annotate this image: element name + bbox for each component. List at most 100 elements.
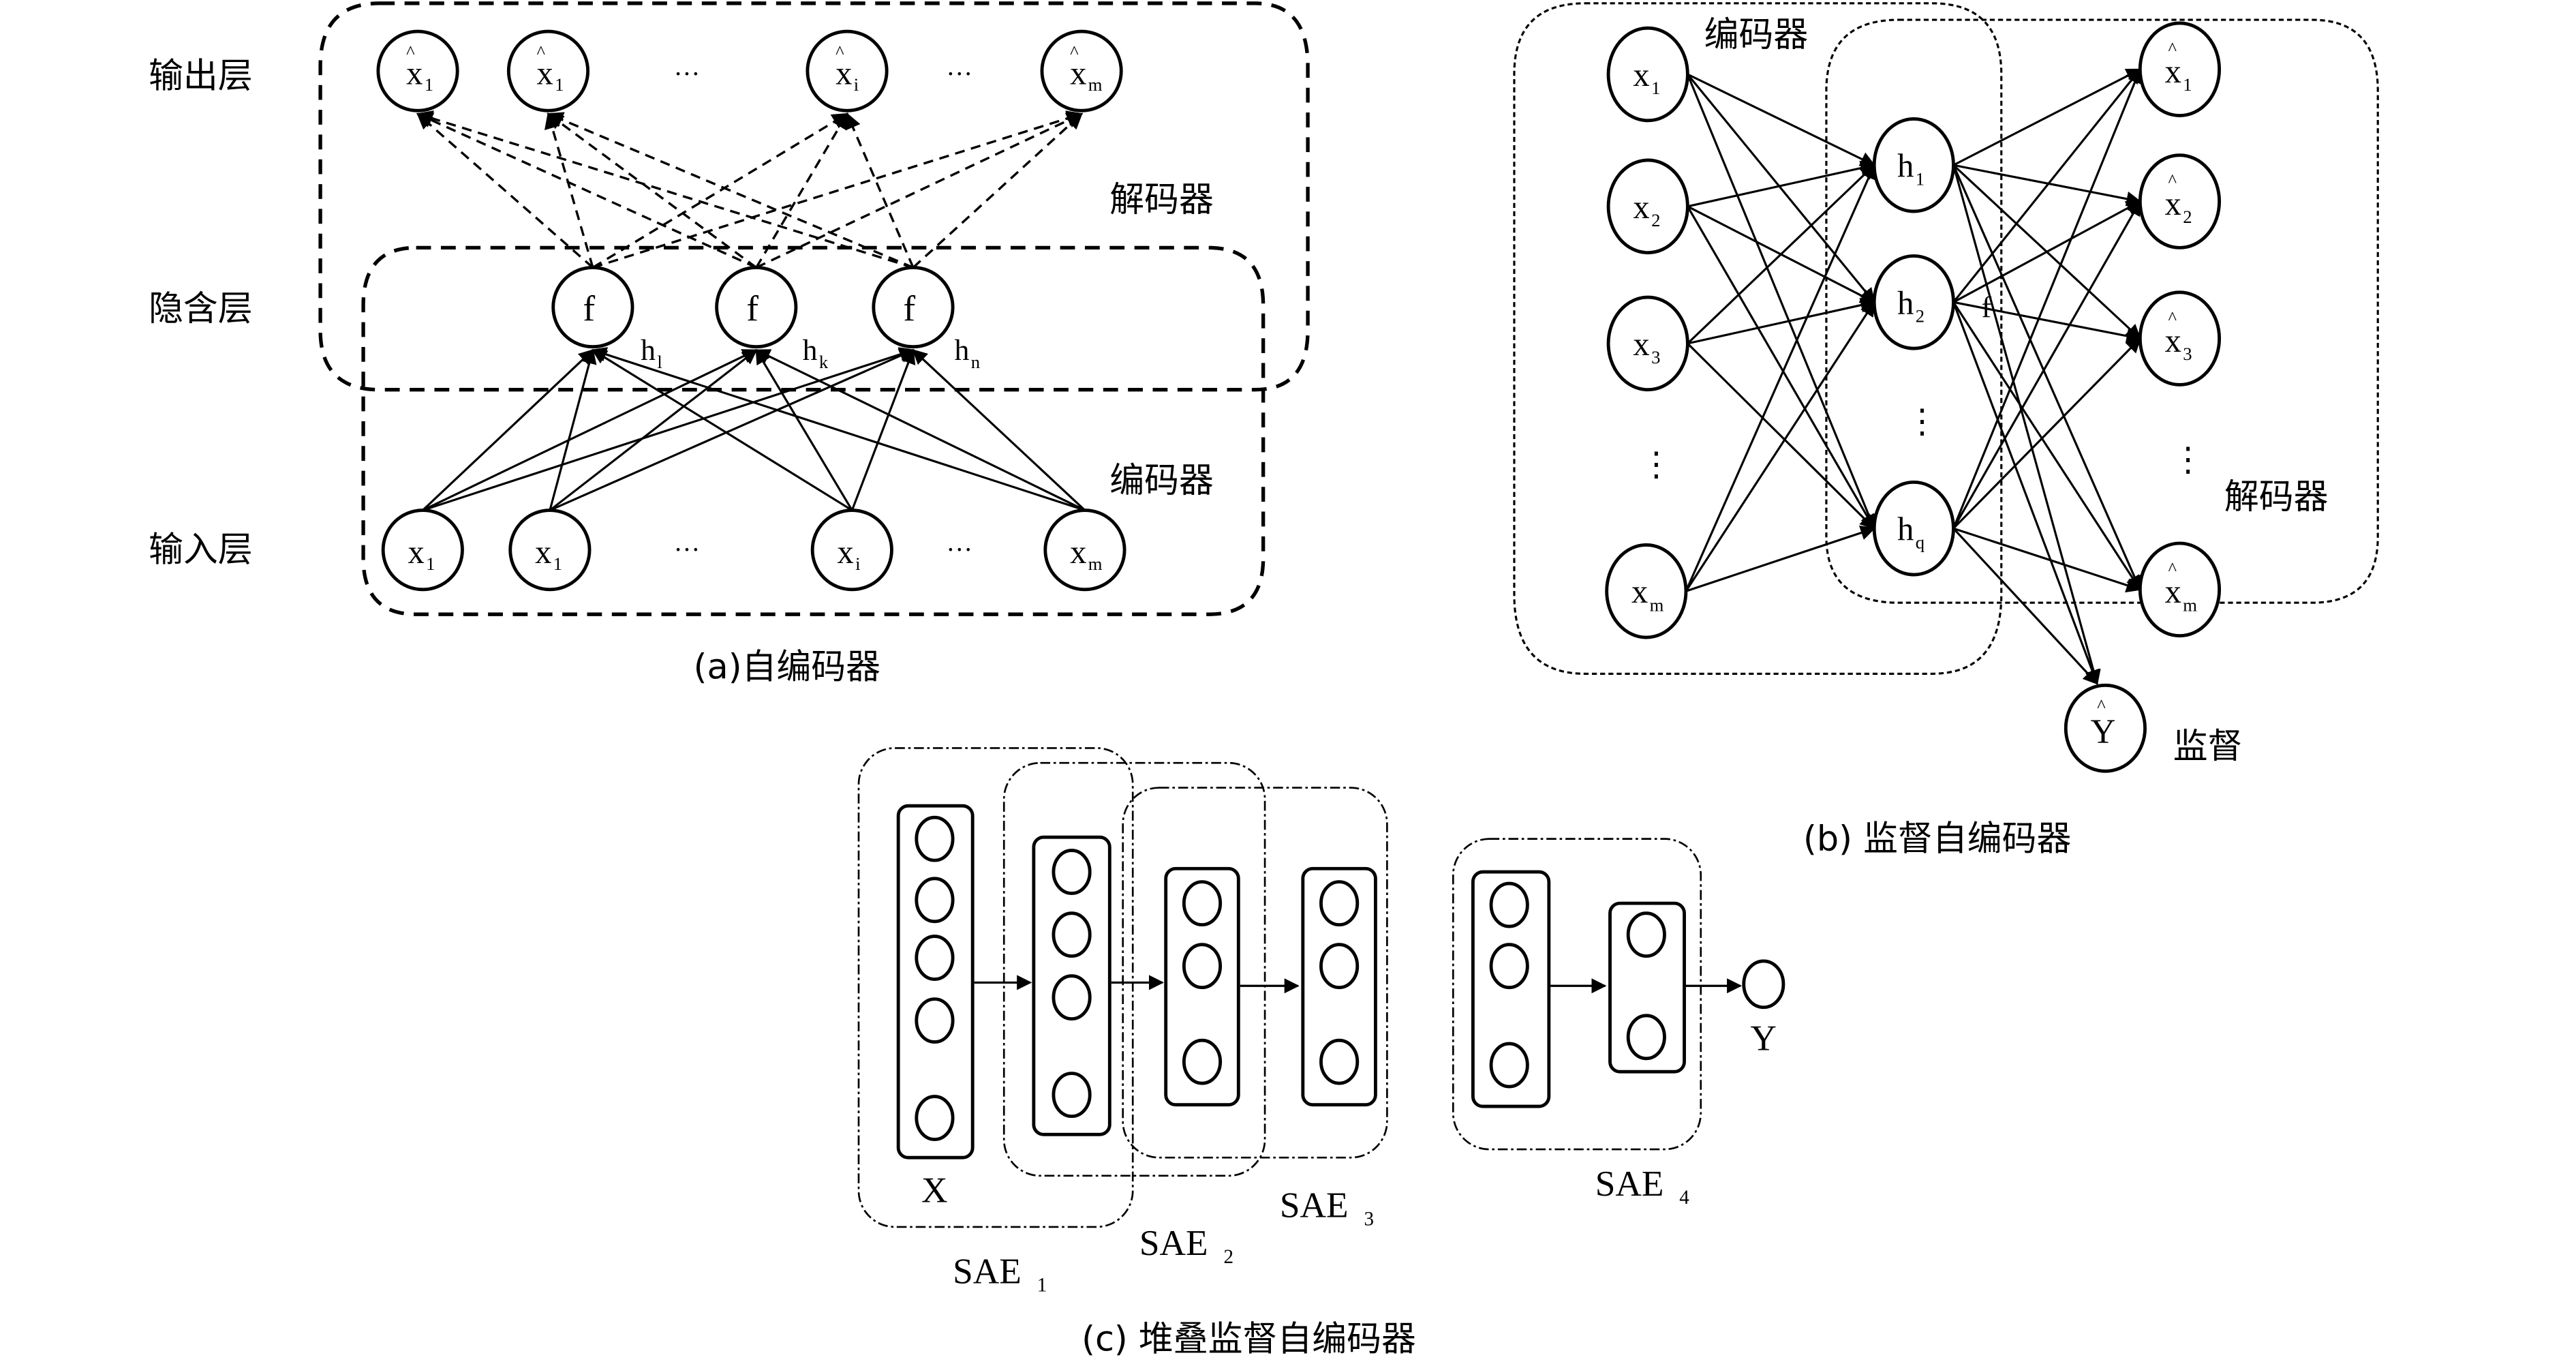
encoder-edge bbox=[1687, 164, 1875, 345]
svg-text:SAE: SAE bbox=[953, 1251, 1022, 1291]
input-node: x 1 bbox=[508, 509, 592, 592]
hidden-node: h q bbox=[1872, 480, 1955, 577]
hidden-node: f h n bbox=[872, 266, 980, 372]
svg-text:1: 1 bbox=[425, 74, 433, 95]
neuron-node bbox=[1052, 1072, 1092, 1119]
layer-nodes bbox=[915, 815, 1666, 1141]
svg-text:m: m bbox=[1650, 594, 1664, 615]
decoder-edge bbox=[845, 112, 915, 269]
encoder-label: 编码器 bbox=[1704, 14, 1809, 55]
svg-text:1: 1 bbox=[426, 554, 435, 574]
decoder-edge bbox=[416, 112, 594, 269]
encoder-edge bbox=[850, 348, 916, 511]
svg-text:SAE: SAE bbox=[1595, 1164, 1664, 1204]
svg-text:1: 1 bbox=[1651, 78, 1660, 98]
svg-text:x: x bbox=[1631, 574, 1648, 610]
decoder-edge bbox=[1952, 67, 2143, 529]
vdots: ⋮ bbox=[1905, 404, 1938, 440]
caption-b: (b) 监督自编码器 bbox=[1803, 819, 2071, 859]
encoder-edge bbox=[754, 349, 1086, 511]
sae-4-box bbox=[1452, 838, 1702, 1151]
svg-text:2: 2 bbox=[1223, 1246, 1233, 1268]
output-node: ^ x 1 bbox=[506, 29, 590, 112]
svg-text:x: x bbox=[535, 534, 551, 571]
svg-text:1: 1 bbox=[555, 74, 564, 95]
decoder-edge bbox=[416, 112, 757, 269]
svg-text:x: x bbox=[1633, 327, 1649, 363]
caption-a: (a)自编码器 bbox=[694, 647, 880, 687]
encoder-edge bbox=[1687, 74, 1875, 304]
encoder-edge bbox=[422, 349, 594, 511]
encoder-edge bbox=[1687, 160, 1876, 208]
input-node: x 1 bbox=[1606, 26, 1689, 123]
hidden-node: f h l bbox=[551, 266, 662, 372]
sae-edges bbox=[1685, 67, 2143, 686]
svg-text:x: x bbox=[1633, 57, 1649, 93]
input-node: x 2 bbox=[1606, 158, 1689, 255]
encoder-edge bbox=[755, 348, 853, 511]
output-label-y: Y bbox=[1750, 1018, 1777, 1059]
svg-text:1: 1 bbox=[1037, 1274, 1047, 1296]
output-node: ^ x 1 bbox=[2138, 21, 2222, 117]
panel-c-stacked-sae: Y X SAE 1 SAE 2 SAE 3 SAE 4 (c) 堆叠监督自编码器 bbox=[857, 747, 1785, 1359]
svg-text:^: ^ bbox=[2168, 170, 2177, 191]
neuron-node bbox=[1489, 943, 1529, 990]
encoder-edge bbox=[1687, 342, 1875, 530]
neuron-node bbox=[1052, 849, 1092, 896]
row-label-hidden: 隐含层 bbox=[149, 288, 253, 329]
sae-label: SAE 4 bbox=[1595, 1164, 1690, 1209]
neuron-node bbox=[915, 935, 955, 981]
svg-text:x: x bbox=[2165, 186, 2181, 222]
encoder-edge bbox=[591, 347, 1086, 512]
row-label-input: 输入层 bbox=[149, 530, 253, 570]
hidden-node: h 1 bbox=[1872, 117, 1955, 213]
svg-text:m: m bbox=[1088, 74, 1103, 95]
neuron-node bbox=[915, 997, 955, 1044]
neuron-node bbox=[1626, 1014, 1666, 1061]
decoder-edge bbox=[756, 112, 1084, 269]
supervision-edge bbox=[1952, 164, 2101, 686]
sae-label: SAE 1 bbox=[953, 1251, 1047, 1296]
output-node: ^ x m bbox=[1040, 29, 1123, 112]
svg-text:f: f bbox=[746, 288, 758, 329]
svg-text:x: x bbox=[2165, 54, 2181, 90]
neuron-node bbox=[1182, 1038, 1223, 1085]
sae-label: SAE 2 bbox=[1139, 1223, 1233, 1268]
decoder-edge bbox=[1952, 68, 2141, 303]
encoder-edge bbox=[422, 349, 758, 511]
output-node: ^ x i bbox=[806, 29, 889, 112]
svg-text:x: x bbox=[2165, 323, 2181, 359]
encoder-edge bbox=[1685, 164, 1876, 592]
svg-text:^: ^ bbox=[2168, 307, 2177, 328]
encoder-edge bbox=[1685, 301, 1875, 592]
decoder-box bbox=[1825, 18, 2379, 604]
neuron-node bbox=[915, 877, 955, 924]
input-label-x: X bbox=[921, 1170, 948, 1211]
decoder-edge bbox=[1952, 68, 2142, 166]
svg-text:4: 4 bbox=[1679, 1187, 1689, 1209]
neuron-node bbox=[1489, 1042, 1529, 1089]
decoder-edge bbox=[1952, 164, 2142, 591]
svg-text:^: ^ bbox=[537, 42, 546, 62]
encoder-edge bbox=[422, 347, 915, 512]
encoder-edge bbox=[549, 348, 915, 511]
decoder-edge bbox=[416, 110, 914, 269]
svg-text:1: 1 bbox=[1916, 168, 1925, 189]
supervision-label: 监督 bbox=[2173, 726, 2243, 766]
decoder-edge bbox=[547, 112, 757, 269]
output-node: ^ x 2 bbox=[2138, 153, 2222, 249]
f-label: f bbox=[1982, 291, 1992, 324]
decoder-edge bbox=[1952, 301, 2141, 591]
decoder-box bbox=[318, 1, 1310, 392]
encoder-edge bbox=[1686, 74, 1876, 530]
svg-text:2: 2 bbox=[1916, 305, 1925, 326]
svg-text:f: f bbox=[903, 288, 915, 329]
svg-text:f: f bbox=[583, 288, 595, 329]
encoder-edge bbox=[592, 349, 853, 511]
supervision-edge bbox=[1952, 301, 2100, 685]
input-node: x 3 bbox=[1606, 295, 1689, 392]
neuron-node bbox=[915, 1095, 955, 1141]
decoder-edge bbox=[592, 110, 1084, 269]
neuron-node bbox=[1489, 881, 1529, 928]
encoder-edge bbox=[1687, 73, 1876, 166]
